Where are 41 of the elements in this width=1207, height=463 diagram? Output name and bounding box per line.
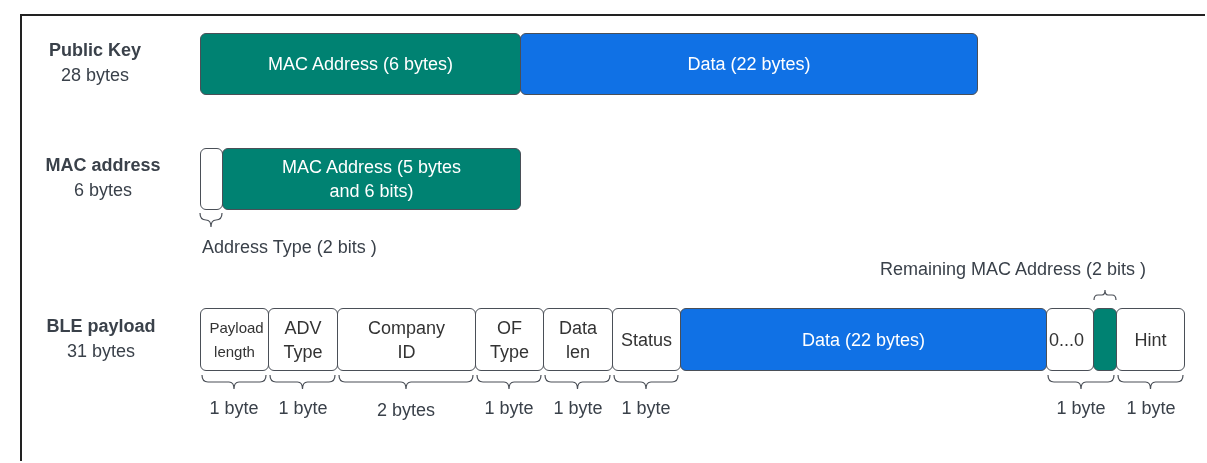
field-cell [200, 308, 269, 371]
size-label: 1 byte [553, 398, 603, 419]
field-label: Data len [558, 316, 598, 364]
field-cell [612, 308, 681, 371]
field-label: ADV Type [282, 316, 324, 364]
size-label: 1 byte [1056, 398, 1106, 419]
field-note: Address Type (2 bits ) [202, 237, 377, 258]
field-cell [268, 308, 338, 371]
size-label: 1 byte [278, 398, 328, 419]
field-label: 0...0 [1048, 328, 1085, 352]
row-title: Public Key [49, 40, 141, 61]
field-bar [520, 33, 978, 95]
size-label: 1 byte [209, 398, 259, 419]
size-label: 31 bytes [67, 341, 135, 362]
size-label: 6 bytes [74, 180, 132, 201]
field-bar [200, 33, 521, 95]
field-label: Status [621, 328, 672, 352]
field-label: OF Type [489, 316, 530, 364]
field-cell [475, 308, 544, 371]
field-cell [1046, 308, 1094, 371]
field-label: Data (22 bytes) [687, 53, 811, 76]
field-label: MAC Address (6 bytes) [267, 53, 454, 76]
row-title: MAC address [45, 155, 161, 176]
field-cell [1116, 308, 1185, 371]
field-label: Company ID [366, 316, 446, 364]
size-label: 2 bytes [377, 400, 435, 421]
field-label: Data (22 bytes) [801, 328, 926, 352]
field-note: Remaining MAC Address (2 bits ) [880, 259, 1147, 280]
row-title: BLE payload [46, 316, 156, 337]
size-label: 1 byte [484, 398, 534, 419]
field-label: MAC Address (5 bytes and 6 bits) [280, 156, 463, 203]
field-label: Hint [1134, 328, 1167, 352]
size-label: 1 byte [1126, 398, 1176, 419]
size-label: 1 byte [621, 398, 671, 419]
field-bar [200, 148, 223, 210]
field-cell [543, 308, 613, 371]
field-cell [337, 308, 476, 371]
field-bar [680, 308, 1047, 371]
field-bar [1093, 308, 1117, 371]
size-label: 28 bytes [61, 65, 129, 86]
field-bar [222, 148, 521, 210]
